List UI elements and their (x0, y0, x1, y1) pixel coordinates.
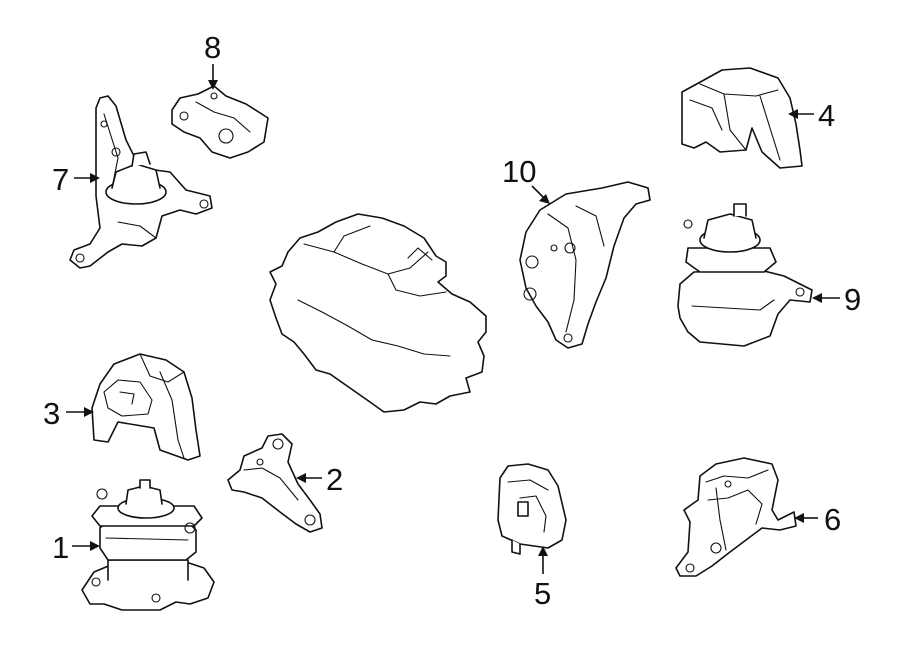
engine-outline (269, 213, 487, 413)
part-8-bracket (171, 85, 269, 159)
part-6-mount (675, 457, 797, 577)
callout-8: 8 (204, 30, 221, 65)
callout-1: 1 (52, 530, 69, 565)
part-4-cover (681, 67, 803, 169)
callout-2: 2 (326, 462, 343, 497)
callout-arrows (66, 64, 840, 574)
part-9-mount (677, 203, 813, 347)
callout-4: 4 (818, 98, 835, 133)
callout-6: 6 (824, 502, 841, 537)
part-3-cover (91, 353, 201, 461)
callout-7: 7 (52, 162, 69, 197)
callout-9: 9 (844, 282, 861, 317)
callout-10: 10 (502, 154, 536, 189)
part-1-mount (81, 479, 215, 611)
part-2-bracket (227, 433, 323, 533)
callout-5: 5 (534, 576, 551, 611)
callout-3: 3 (43, 396, 60, 431)
part-10-bracket (519, 181, 651, 349)
callout-labels: 1 2 3 4 5 6 7 8 9 10 (43, 30, 861, 611)
part-7-mount (69, 95, 213, 269)
part-5-mount (497, 463, 567, 555)
